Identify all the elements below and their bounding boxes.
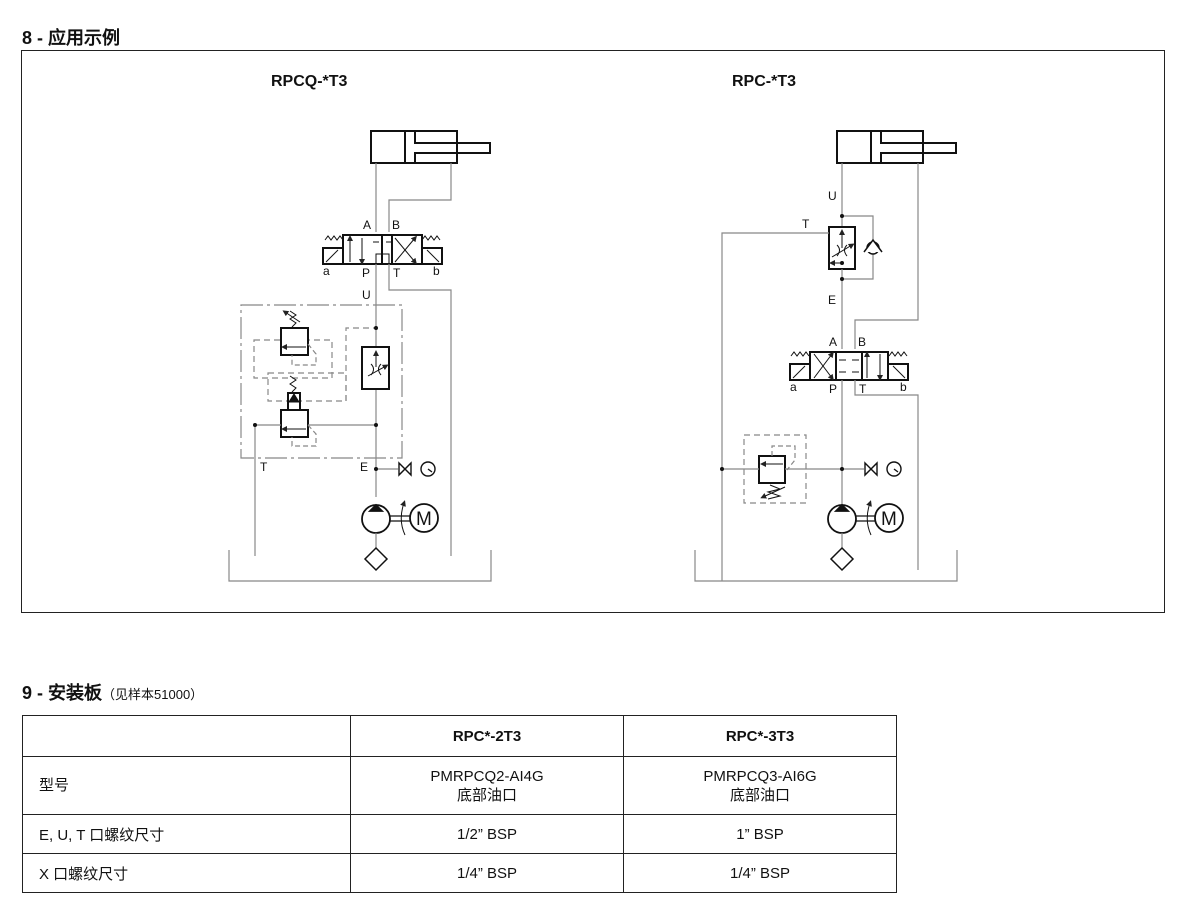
section-9-title: 安装板 (48, 683, 103, 703)
cell-eut-2t3: 1/2” BSP (350, 814, 624, 854)
section-8-number: 8 - (22, 28, 44, 48)
check-valve-icon (863, 238, 883, 255)
port-t2-label: T (260, 460, 268, 474)
pump-icon (361, 503, 391, 534)
cylinder-icon (836, 130, 957, 164)
table-header-row: RPC*-2T3 RPC*-3T3 (22, 715, 897, 757)
solenoid-a-label: a (790, 380, 797, 394)
cell-x-2t3: 1/4” BSP (350, 853, 624, 893)
left-port-labels: A B a P T b U T E M (260, 218, 440, 530)
filter-icon (829, 546, 855, 572)
port-a-label: A (363, 218, 371, 232)
gauge-valve-icon (864, 461, 902, 477)
port-b-label: B (392, 218, 400, 232)
port-e-label: E (360, 460, 368, 474)
port-u-label: U (362, 288, 371, 302)
solenoid-b-label: b (433, 264, 440, 278)
port-u-label: U (828, 189, 837, 203)
right-port-labels: U T E A B a P T b M (790, 189, 907, 530)
port-p-label: P (829, 382, 837, 396)
cell-eut-3t3: 1” BSP (623, 814, 897, 854)
header-rpc-2t3: RPC*-2T3 (350, 715, 624, 757)
port-t2-label: T (859, 382, 867, 396)
filter-icon (363, 546, 389, 572)
port-a-label: A (829, 335, 837, 349)
row-label-eut-thread: E, U, T 口螺纹尺寸 (22, 814, 351, 854)
table-row: E, U, T 口螺纹尺寸 1/2” BSP 1” BSP (22, 814, 897, 854)
port-b-label: B (858, 335, 866, 349)
table-row: 型号 PMRPCQ2-AI4G 底部油口 PMRPCQ3-AI6G 底部油口 (22, 756, 897, 815)
port-t-label: T (393, 266, 401, 280)
subplate-table: RPC*-2T3 RPC*-3T3 型号 PMRPCQ2-AI4G 底部油口 P… (22, 715, 897, 893)
pump-icon (827, 503, 857, 534)
cell-x-3t3: 1/4” BSP (623, 853, 897, 893)
row-label-x-thread: X 口螺纹尺寸 (22, 853, 351, 893)
cell-model-3t3: PMRPCQ3-AI6G 底部油口 (623, 756, 897, 815)
table-row: X 口螺纹尺寸 1/4” BSP 1/4” BSP (22, 853, 897, 893)
header-empty (22, 715, 351, 757)
cell-model-2t3: PMRPCQ2-AI4G 底部油口 (350, 756, 624, 815)
hydraulic-schematics: A B a P T b U T E M (228, 130, 958, 582)
gauge-valve-icon (398, 461, 436, 477)
header-rpc-3t3: RPC*-3T3 (623, 715, 897, 757)
left-circuit (228, 130, 492, 582)
section-9-number: 9 - (22, 683, 44, 703)
section-9-note: （见样本51000） (102, 687, 204, 702)
cylinder-icon (370, 130, 491, 164)
port-t-label: T (802, 217, 810, 231)
row-label-model: 型号 (22, 756, 351, 815)
motor-label: M (416, 509, 432, 530)
solenoid-a-label: a (323, 264, 330, 278)
section-8-heading: 8 - 应用示例 (22, 24, 120, 50)
diagram-title-rpcq: RPCQ-*T3 (271, 73, 348, 90)
model-code: PMRPCQ3-AI6G (703, 767, 817, 785)
port-p-label: P (362, 266, 370, 280)
section-9-heading: 9 - 安装板（见样本51000） (22, 679, 203, 705)
model-code: PMRPCQ2-AI4G (430, 767, 544, 785)
solenoid-b-label: b (900, 380, 907, 394)
model-port-type: 底部油口 (729, 786, 790, 804)
motor-icon (874, 503, 904, 533)
model-port-type: 底部油口 (456, 786, 517, 804)
right-circuit (694, 130, 958, 582)
application-example-frame (21, 50, 1165, 613)
directional-valve-icon (322, 234, 443, 265)
directional-valve-icon (789, 351, 909, 381)
port-e-label: E (828, 293, 836, 307)
section-8-title: 应用示例 (48, 28, 121, 48)
diagram-title-rpc: RPC-*T3 (732, 73, 797, 90)
motor-label: M (881, 509, 897, 530)
motor-icon (409, 503, 439, 533)
